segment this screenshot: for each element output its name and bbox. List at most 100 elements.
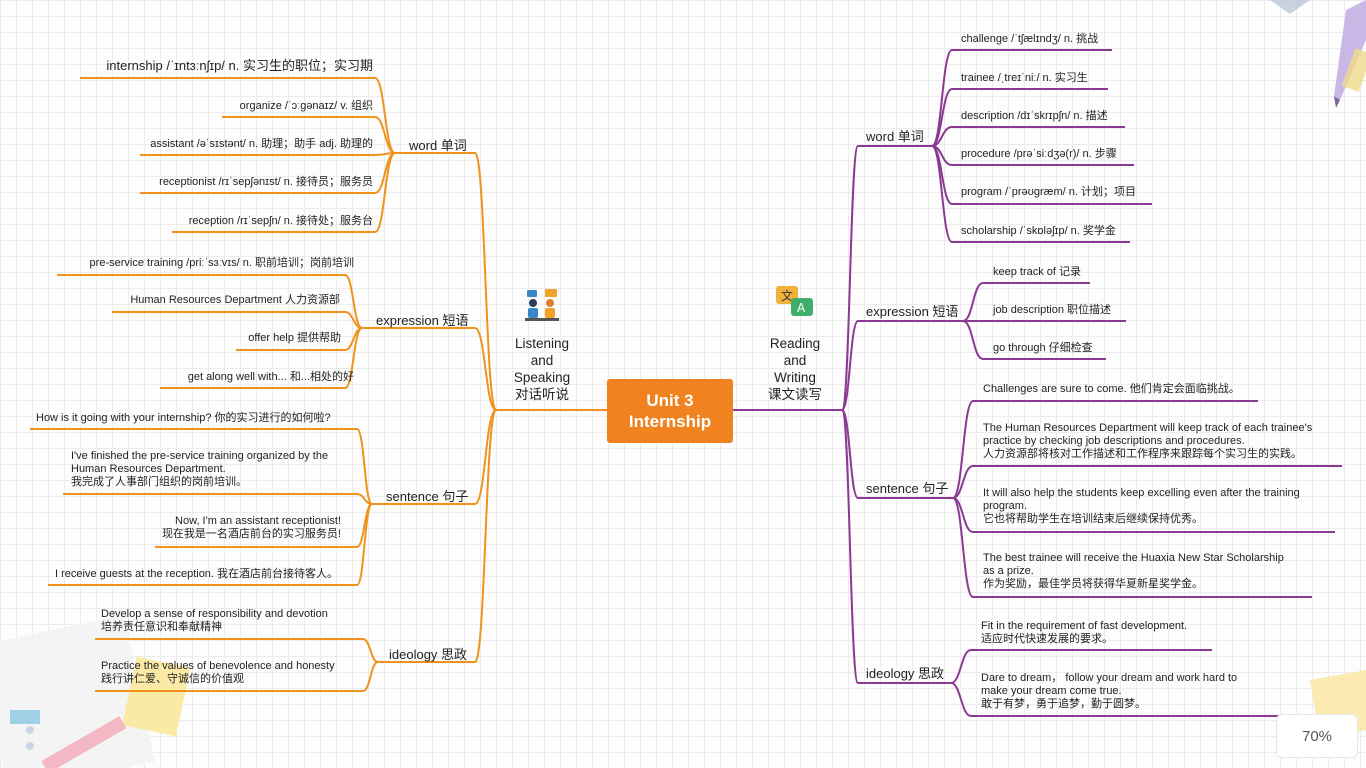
ideology-line: Develop a sense of responsibility and de… bbox=[101, 608, 328, 620]
leaf-word-reception[interactable]: reception /rɪˈsepʃn/ n. 接待处；服务台 bbox=[188, 215, 373, 227]
branch-sentence-left[interactable]: sentence 句子 bbox=[386, 489, 469, 504]
leaf-word-internship[interactable]: internship /ˈɪntɜːnʃɪp/ n. 实习生的职位；实习期 bbox=[106, 58, 373, 73]
sentence-line: program. bbox=[983, 500, 1028, 512]
category-line2: and bbox=[783, 353, 807, 368]
connector-line bbox=[474, 409, 497, 663]
sentence-line: The Human Resources Department will keep… bbox=[983, 422, 1313, 434]
ideology-line: Dare to dream， follow your dream and wor… bbox=[981, 672, 1238, 684]
connector-line bbox=[374, 152, 396, 233]
svg-text:A: A bbox=[797, 301, 806, 315]
ideology-line: 敢于有梦，勇于追梦，勤于圆梦。 bbox=[981, 698, 1146, 710]
ideology-line: Fit in the requirement of fast developme… bbox=[981, 620, 1188, 632]
leaf-word-organize[interactable]: organize /ˈɔːɡənaɪz/ v. 组织 bbox=[239, 100, 373, 112]
connector-line bbox=[474, 152, 497, 411]
sentence-line: 我完成了人事部门组织的岗前培训。 bbox=[71, 476, 247, 488]
central-topic-line1: Unit 3 bbox=[646, 391, 694, 410]
leaf-sentence-excelling[interactable]: It will also help the students keep exce… bbox=[983, 487, 1300, 526]
category-line4: 课文读写 bbox=[768, 387, 822, 402]
connector-line bbox=[362, 638, 379, 663]
category-line4: 对话听说 bbox=[515, 387, 569, 402]
leaf-expression-get-along[interactable]: get along well with... 和...相处的好 bbox=[187, 371, 354, 383]
leaf-word-assistant[interactable]: assistant /əˈsɪstənt/ n. 助理；助手 adj. 助理的 bbox=[150, 138, 373, 150]
connector-line bbox=[952, 465, 974, 499]
leaf-sentence-challenges[interactable]: Challenges are sure to come. 他们肯定会面临挑战。 bbox=[983, 383, 1240, 396]
leaf-sentence-scholarship[interactable]: The best trainee will receive the Huaxia… bbox=[983, 552, 1284, 591]
branch-expression-left[interactable]: expression 短语 bbox=[376, 313, 469, 328]
leaf-ideology-fast-development[interactable]: Fit in the requirement of fast developme… bbox=[981, 620, 1187, 646]
leaf-word-scholarship[interactable]: scholarship /ˈskɒləʃɪp/ n. 奖学金 bbox=[961, 225, 1116, 237]
sentence-line: It will also help the students keep exce… bbox=[983, 487, 1300, 499]
category-line1: Listening bbox=[514, 336, 570, 351]
sentence-line: 现在我是一名酒店前台的实习服务员! bbox=[161, 528, 341, 540]
connector-line bbox=[356, 503, 373, 586]
leaf-word-trainee[interactable]: trainee /ˌtreɪˈniː/ n. 实习生 bbox=[961, 72, 1088, 84]
connector-line bbox=[950, 682, 972, 717]
sentence-line: 它也将帮助学生在培训结束后继续保持优秀。 bbox=[983, 513, 1203, 525]
connector-line bbox=[841, 409, 859, 684]
connector-line bbox=[474, 327, 497, 411]
connector-line bbox=[374, 77, 396, 154]
leaf-expression-keep-track[interactable]: keep track of 记录 bbox=[993, 266, 1082, 278]
sentence-line: I receive guests at the reception. 我在酒店前… bbox=[55, 568, 339, 580]
meeting-people-icon bbox=[525, 289, 559, 321]
leaf-expression-hr-department[interactable]: Human Resources Department 人力资源部 bbox=[130, 294, 340, 306]
leaf-word-procedure[interactable]: procedure /prəˈsiːdʒə(r)/ n. 步骤 bbox=[961, 148, 1117, 160]
leaf-ideology-dare-to-dream[interactable]: Dare to dream， follow your dream and wor… bbox=[981, 672, 1237, 711]
leaf-expression-go-through[interactable]: go through 仔细检查 bbox=[993, 342, 1093, 354]
branch-ideology-left[interactable]: ideology 思政 bbox=[389, 647, 468, 662]
leaf-word-receptionist[interactable]: receptionist /rɪˈsepʃənɪst/ n. 接待员；服务员 bbox=[159, 176, 373, 188]
connector-line bbox=[356, 428, 373, 505]
sentence-line: The best trainee will receive the Huaxia… bbox=[983, 552, 1284, 564]
category-line1: Reading bbox=[769, 336, 821, 351]
connector-line bbox=[374, 116, 396, 154]
branch-word-right[interactable]: word 单词 bbox=[866, 129, 924, 144]
sentence-line: 人力资源部将核对工作描述和工作程序来跟踪每个实习生的实践。 bbox=[983, 448, 1302, 460]
branch-ideology-right[interactable]: ideology 思政 bbox=[866, 666, 945, 681]
connector-line bbox=[841, 409, 859, 499]
sentence-line: as a prize. bbox=[983, 565, 1034, 577]
central-topic-line2: Internship bbox=[628, 412, 712, 431]
connector-line bbox=[841, 320, 859, 411]
central-topic[interactable]: Unit 3 Internship bbox=[607, 379, 733, 443]
translate-chat-icon: 文 A bbox=[776, 286, 813, 316]
sentence-line: How is it going with your internship? 你的… bbox=[36, 412, 331, 424]
connector-line bbox=[931, 88, 953, 147]
leaf-word-description[interactable]: description /dɪˈskrɪpʃn/ n. 描述 bbox=[961, 110, 1108, 122]
branch-sentence-right[interactable]: sentence 句子 bbox=[866, 481, 949, 496]
leaf-expression-job-description[interactable]: job description 职位描述 bbox=[993, 304, 1111, 316]
category-line3: Speaking bbox=[513, 370, 571, 385]
category-listening-speaking[interactable]: Listening and Speaking 对话听说 bbox=[502, 335, 582, 403]
connector-line bbox=[962, 282, 984, 322]
leaf-word-program[interactable]: program /ˈprəʊɡræm/ n. 计划；项目 bbox=[961, 186, 1136, 198]
connector-line bbox=[952, 400, 974, 499]
sentence-line: 作为奖励，最佳学员将获得华夏新星奖学金。 bbox=[983, 578, 1203, 590]
ideology-line: 践行讲仁爱、守诚信的价值观 bbox=[101, 673, 244, 685]
leaf-ideology-responsibility[interactable]: Develop a sense of responsibility and de… bbox=[101, 608, 328, 634]
notebook-decoration-icon bbox=[0, 614, 190, 768]
leaf-sentence-finished-training[interactable]: I've finished the pre-service training o… bbox=[71, 450, 328, 489]
branch-word-left[interactable]: word 单词 bbox=[409, 138, 467, 153]
connector-line bbox=[841, 145, 859, 411]
branch-expression-right[interactable]: expression 短语 bbox=[866, 304, 959, 319]
connector-line bbox=[950, 649, 972, 684]
ideology-line: Practice the values of benevolence and h… bbox=[101, 660, 335, 672]
leaf-ideology-benevolence[interactable]: Practice the values of benevolence and h… bbox=[101, 660, 335, 686]
zoom-level-indicator[interactable]: 70% bbox=[1276, 714, 1358, 758]
sentence-line: practice by checking job descriptions an… bbox=[983, 435, 1245, 447]
category-reading-writing[interactable]: Reading and Writing 课文读写 bbox=[755, 335, 835, 403]
leaf-word-challenge[interactable]: challenge /ˈtʃælɪndʒ/ n. 挑战 bbox=[961, 33, 1099, 45]
category-line3: Writing bbox=[774, 370, 816, 385]
connector-line bbox=[474, 409, 497, 505]
sentence-line: I've finished the pre-service training o… bbox=[71, 450, 329, 462]
connector-line bbox=[931, 49, 953, 147]
leaf-expression-offer-help[interactable]: offer help 提供帮助 bbox=[248, 332, 341, 344]
connector-line bbox=[344, 327, 363, 389]
leaf-sentence-hr-track[interactable]: The Human Resources Department will keep… bbox=[983, 422, 1312, 461]
leaf-sentence-receive-guests[interactable]: I receive guests at the reception. 我在酒店前… bbox=[55, 568, 338, 581]
ideology-line: make your dream come true. bbox=[981, 685, 1122, 697]
sentence-line: Now, I'm an assistant receptionist! bbox=[175, 515, 341, 527]
leaf-sentence-assistant-receptionist[interactable]: Now, I'm an assistant receptionist! 现在我是… bbox=[162, 515, 341, 541]
leaf-sentence-how-going[interactable]: How is it going with your internship? 你的… bbox=[36, 412, 331, 425]
leaf-expression-pre-service[interactable]: pre-service training /priːˈsɜːvɪs/ n. 职前… bbox=[89, 257, 354, 269]
